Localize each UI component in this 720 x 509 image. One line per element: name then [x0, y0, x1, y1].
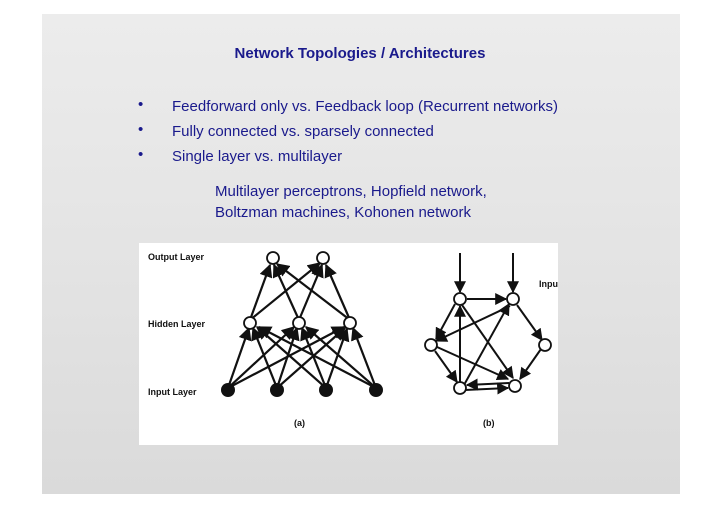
- bullet-dot: •: [138, 96, 144, 113]
- diagram-a-nodes: [221, 251, 383, 397]
- examples-line: Multilayer perceptrons, Hopfield network…: [215, 183, 487, 200]
- hidden-layer-label: Hidden Layer: [148, 319, 206, 329]
- bullet-item: • Single layer vs. multilayer: [138, 146, 558, 173]
- examples-text: Multilayer perceptrons, Hopfield network…: [215, 181, 487, 223]
- bullet-dot: •: [138, 146, 144, 163]
- bullet-list: • Feedforward only vs. Feedback loop (Rec…: [138, 96, 559, 173]
- inputs-label: Inputs: [539, 279, 558, 289]
- caption-a: (a): [294, 418, 305, 428]
- bullet-item: • Feedforward only vs. Feedback loop (Rec…: [138, 96, 559, 123]
- output-layer-label: Output Layer: [148, 252, 205, 262]
- network-figure: Output Layer Hidden Layer Input Layer In…: [139, 243, 558, 445]
- diagram-b-edges: [434, 253, 543, 395]
- diagram-a-edges: [226, 262, 378, 389]
- slide-title: Network Topologies / Architectures: [234, 45, 486, 62]
- bullet-text: Feedforward only vs. Feedback loop (Recu…: [172, 98, 559, 115]
- input-layer-label: Input Layer: [148, 387, 197, 397]
- bullet-item: • Fully connected vs. sparsely connected: [138, 121, 558, 148]
- diagram-b-nodes: [424, 292, 552, 395]
- network-diagram: Output Layer Hidden Layer Input Layer In…: [148, 251, 558, 428]
- bullet-text: Fully connected vs. sparsely connected: [172, 123, 434, 140]
- caption-b: (b): [483, 418, 495, 428]
- bullet-text: Single layer vs. multilayer: [172, 148, 343, 165]
- bullet-dot: •: [138, 121, 144, 138]
- examples-line: Boltzman machines, Kohonen network: [215, 204, 471, 221]
